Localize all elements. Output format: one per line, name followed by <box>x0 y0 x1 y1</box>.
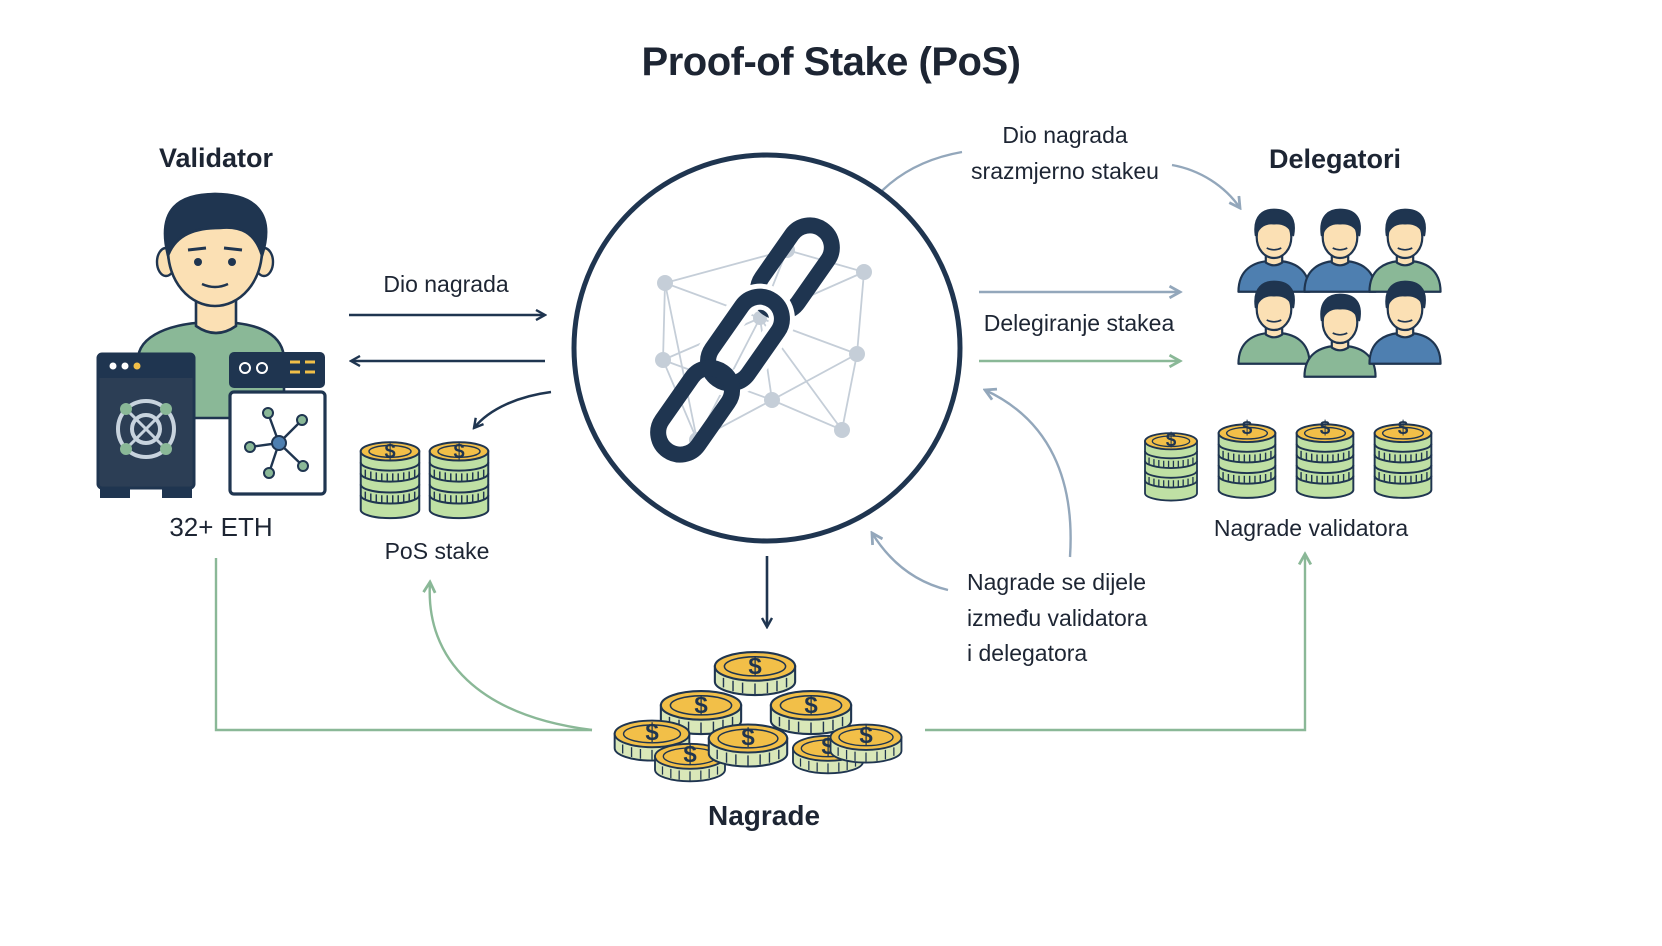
arrow-split-to-chain <box>872 533 949 592</box>
pos-stake-coins-icon: $ $ <box>359 441 490 520</box>
validator-heading: Validator <box>158 143 274 173</box>
validator-server-icon <box>96 352 196 498</box>
coin-symbol: $ <box>748 653 762 680</box>
coin-symbol: $ <box>384 441 395 463</box>
coin-symbol: $ <box>804 692 818 719</box>
coin-symbol: $ <box>859 722 873 749</box>
arrow-chain-to-pos-stake <box>474 390 552 428</box>
validator-node-icon <box>228 352 327 496</box>
coin-symbol: $ <box>1320 418 1331 439</box>
arrow-delegators-back-to-chain <box>985 390 1072 558</box>
validator-stake-amount: 32+ ETH <box>169 512 273 542</box>
coin-symbol: $ <box>1398 418 1409 439</box>
delegators-heading: Delegatori <box>1268 144 1402 174</box>
coin-symbol: $ <box>694 692 708 719</box>
pos-stake-label: PoS stake <box>384 538 490 564</box>
arrow-label-dio-nagrada: Dio nagrada <box>383 271 509 297</box>
validator-rewards-label: Nagrade validatora <box>1213 515 1409 541</box>
diagram-title: Proof-of Stake (PoS) <box>641 40 1021 84</box>
coin-symbol: $ <box>741 724 755 751</box>
arrow-share-to-delegators <box>1171 163 1240 208</box>
arrow-rewards-to-pos-stake <box>430 582 593 732</box>
delegators-group-icon <box>1237 208 1442 378</box>
arrow-label-delegation: Delegiranje stakea <box>983 310 1175 336</box>
flow-line-rewards-to-validator <box>214 558 592 732</box>
coin-symbol: $ <box>453 441 464 463</box>
coin-symbol: $ <box>645 719 659 746</box>
coin-symbol: $ <box>1166 430 1177 451</box>
arrow-label-proportional-share: Dio nagrada srazmjerno stakeu <box>971 122 1159 184</box>
blockchain-icon <box>571 152 963 544</box>
arrow-rewards-to-delegators <box>925 554 1305 732</box>
rewards-coin-pile-icon: $ $ $ $ $ $ $ $ <box>613 650 903 783</box>
rewards-label: Nagrade <box>707 800 821 831</box>
validator-rewards-coins-icon: $ $ $ $ <box>1144 418 1433 502</box>
arrow-label-split-rewards: Nagrade se dijele između validatora i de… <box>967 569 1148 667</box>
coin-symbol: $ <box>1242 418 1253 439</box>
coin-symbol: $ <box>683 741 697 768</box>
